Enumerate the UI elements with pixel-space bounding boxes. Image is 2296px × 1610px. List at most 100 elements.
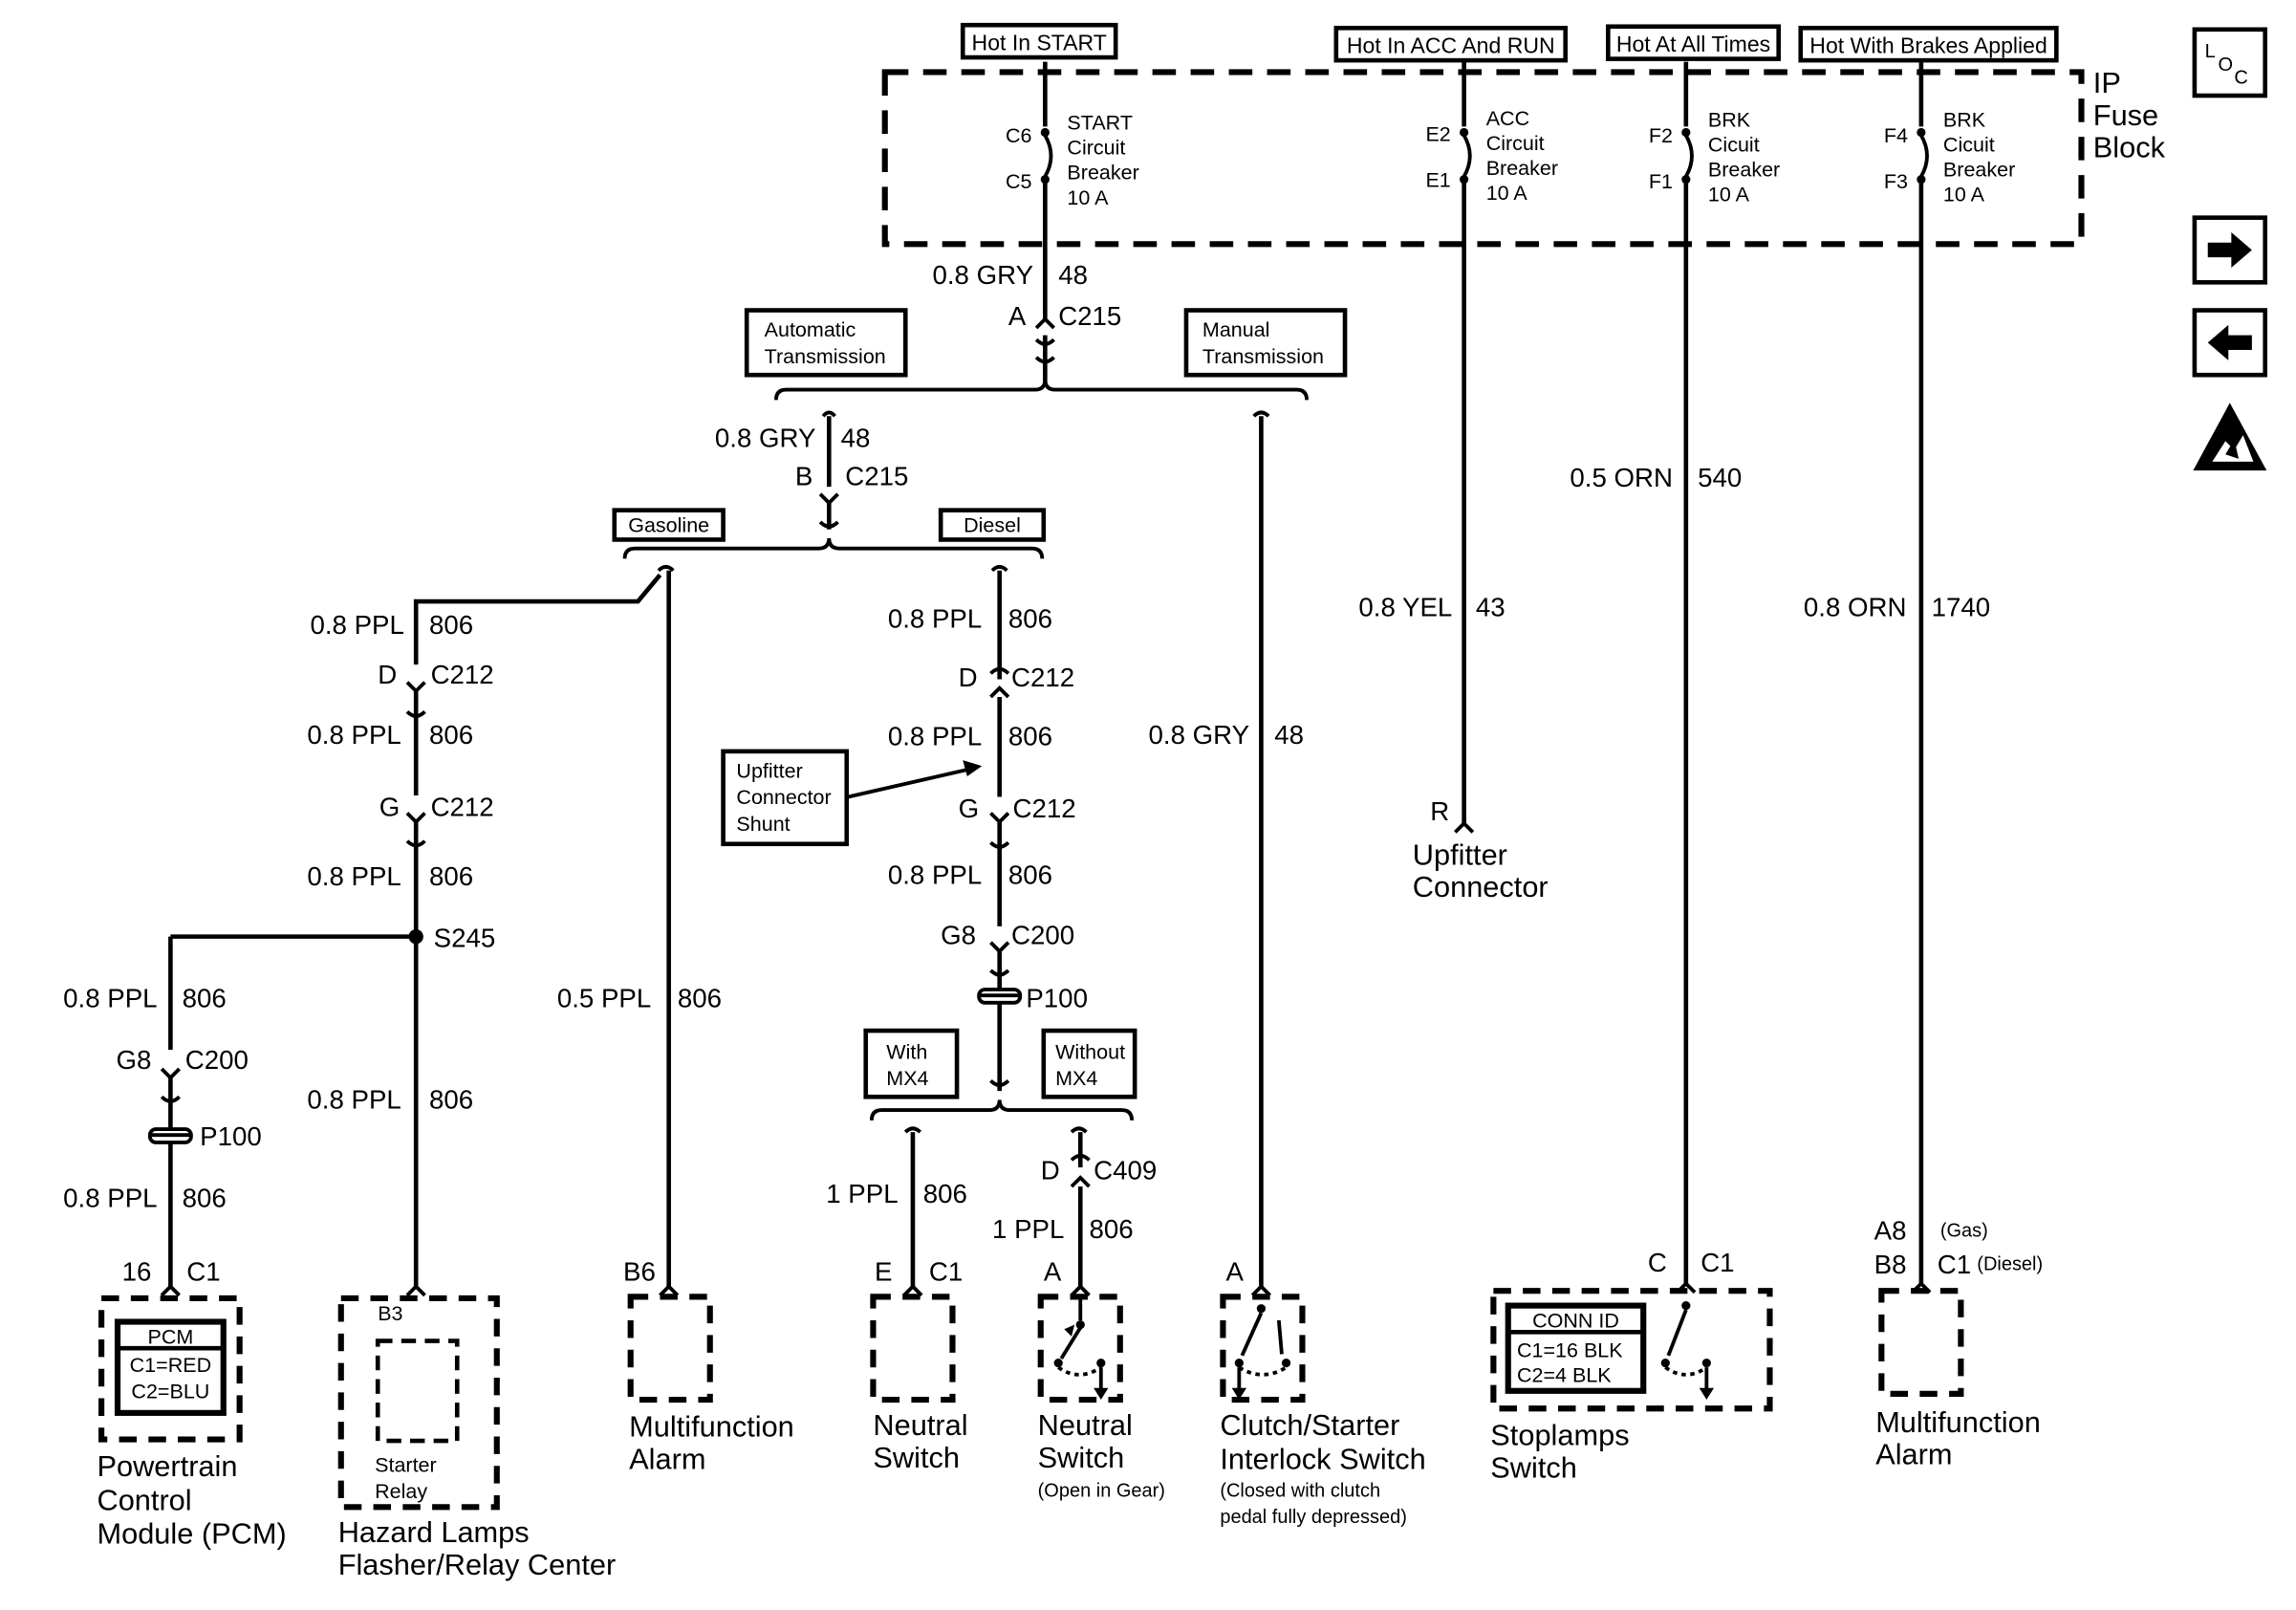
svg-text:ACC: ACC <box>1486 107 1529 130</box>
svg-text:A: A <box>1226 1256 1245 1286</box>
svg-text:G: G <box>959 794 980 823</box>
svg-text:C2=4 BLK: C2=4 BLK <box>1517 1364 1612 1387</box>
svg-text:Switch: Switch <box>1490 1451 1577 1485</box>
svg-text:806: 806 <box>429 610 473 640</box>
svg-text:0.8 PPL: 0.8 PPL <box>63 983 157 1012</box>
brk1-wire: 0.5 ORN 540 <box>1570 179 1742 1295</box>
svg-text:F4: F4 <box>1884 124 1908 147</box>
svg-text:P100: P100 <box>1026 983 1088 1012</box>
upfitter-connector: Upfitter Connector <box>1413 838 1549 903</box>
gasoline-wire: 0.8 PPL 806 D C212 0.8 PPL 806 G C212 0.… <box>63 564 722 1297</box>
ip-fuse-block: IP Fuse Block <box>881 66 2166 248</box>
svg-text:Control: Control <box>97 1483 191 1516</box>
hot-start-label: Hot In START <box>972 30 1107 54</box>
svg-text:MX4: MX4 <box>1055 1067 1097 1090</box>
svg-text:0.8 PPL: 0.8 PPL <box>888 859 982 889</box>
svg-text:Neutral: Neutral <box>1038 1408 1133 1442</box>
svg-text:E1: E1 <box>1425 168 1450 191</box>
svg-text:806: 806 <box>1008 722 1052 751</box>
svg-text:Gasoline: Gasoline <box>628 514 709 537</box>
svg-text:L: L <box>2205 41 2216 62</box>
svg-text:(Closed with clutch: (Closed with clutch <box>1220 1481 1380 1502</box>
svg-text:D: D <box>959 663 978 692</box>
svg-text:0.8 GRY: 0.8 GRY <box>715 424 816 453</box>
svg-text:A8: A8 <box>1874 1215 1907 1245</box>
svg-text:B6: B6 <box>623 1256 656 1286</box>
svg-text:C409: C409 <box>1094 1155 1157 1185</box>
svg-text:F2: F2 <box>1649 124 1673 147</box>
svg-text:806: 806 <box>1008 859 1052 889</box>
svg-text:10 A: 10 A <box>1067 186 1109 209</box>
svg-text:Connector: Connector <box>736 786 831 809</box>
loc-button[interactable]: L O C <box>2192 27 2268 98</box>
svg-text:A: A <box>1044 1256 1062 1286</box>
svg-text:Multifunction: Multifunction <box>629 1409 794 1443</box>
svg-text:0.8 GRY: 0.8 GRY <box>1149 720 1250 750</box>
svg-text:(Gas): (Gas) <box>1940 1220 1988 1241</box>
fuel-type-branch: Gasoline Diesel <box>612 508 1047 559</box>
svg-text:Breaker: Breaker <box>1943 159 2015 182</box>
hot-acc-run-label: Hot In ACC And RUN <box>1347 33 1555 57</box>
svg-text:806: 806 <box>678 983 722 1012</box>
svg-text:Shunt: Shunt <box>736 813 790 836</box>
svg-text:B: B <box>795 462 812 491</box>
svg-text:C212: C212 <box>431 793 494 822</box>
svg-text:48: 48 <box>841 424 871 453</box>
svg-text:0.8 PPL: 0.8 PPL <box>310 610 403 640</box>
svg-text:43: 43 <box>1476 592 1505 621</box>
svg-text:806: 806 <box>429 861 473 891</box>
svg-text:48: 48 <box>1274 720 1304 750</box>
svg-text:C200: C200 <box>1011 920 1074 949</box>
svg-text:10 A: 10 A <box>1943 184 1985 207</box>
multifunction-alarm-left: B6 Multifunction Alarm <box>623 1256 794 1475</box>
hazard-flasher-relay-center: B3 Starter Relay Hazard Lamps Flasher/Re… <box>337 1295 617 1581</box>
neutral-switch-2: A Neutral Switch (Open in Gear) <box>1037 1256 1165 1502</box>
svg-text:D: D <box>378 660 397 689</box>
svg-text:C1=16 BLK: C1=16 BLK <box>1517 1338 1623 1361</box>
svg-text:16: 16 <box>122 1256 152 1286</box>
svg-text:806: 806 <box>429 1085 473 1115</box>
svg-text:806: 806 <box>1089 1214 1133 1244</box>
svg-text:C6: C6 <box>1006 124 1032 147</box>
brk-circuit-breaker-1: F2 F1 BRK Cicuit Breaker 10 A <box>1649 61 1780 207</box>
svg-text:Starter: Starter <box>375 1453 437 1476</box>
svg-text:0.8 PPL: 0.8 PPL <box>888 722 982 751</box>
svg-text:C212: C212 <box>1013 794 1076 823</box>
start-circuit-breaker: C6 C5 START Circuit Breaker 10 A <box>1006 61 1139 209</box>
svg-text:O: O <box>2218 54 2233 76</box>
svg-text:Flasher/Relay Center: Flasher/Relay Center <box>338 1548 617 1581</box>
svg-text:Without: Without <box>1055 1040 1125 1063</box>
svg-text:Upfitter: Upfitter <box>1413 838 1507 871</box>
hot-all-times-label: Hot At All Times <box>1616 32 1770 56</box>
multifunction-alarm-right: A8 (Gas) B8 C1 (Diesel) Multifunction Al… <box>1874 1215 2043 1470</box>
svg-text:C5: C5 <box>1006 170 1032 193</box>
svg-text:R: R <box>1430 796 1449 826</box>
svg-text:Cicuit: Cicuit <box>1943 133 1995 156</box>
svg-text:0.8 PPL: 0.8 PPL <box>307 720 401 750</box>
svg-text:806: 806 <box>183 983 227 1012</box>
svg-text:B8: B8 <box>1874 1250 1907 1279</box>
svg-text:START: START <box>1067 111 1133 134</box>
svg-text:Circuit: Circuit <box>1067 137 1125 160</box>
svg-text:Diesel: Diesel <box>964 514 1021 537</box>
svg-text:PCM: PCM <box>147 1326 193 1349</box>
svg-text:Switch: Switch <box>873 1441 960 1474</box>
svg-text:Clutch/Starter: Clutch/Starter <box>1220 1408 1399 1442</box>
svg-text:F3: F3 <box>1884 170 1908 193</box>
svg-text:0.8 YEL: 0.8 YEL <box>1358 592 1452 621</box>
svg-text:Connector: Connector <box>1413 870 1549 903</box>
svg-text:806: 806 <box>183 1184 227 1213</box>
svg-text:0.8 PPL: 0.8 PPL <box>63 1184 157 1213</box>
svg-text:Breaker: Breaker <box>1708 159 1780 182</box>
prev-page-button[interactable] <box>2192 308 2268 378</box>
svg-text:BRK: BRK <box>1943 108 1986 131</box>
svg-text:CONN ID: CONN ID <box>1532 1310 1619 1333</box>
hot-brakes-label: Hot With Brakes Applied <box>1809 33 2047 57</box>
svg-text:806: 806 <box>923 1179 967 1208</box>
next-page-button[interactable] <box>2192 215 2268 285</box>
left-arrow-icon <box>2207 324 2252 360</box>
svg-text:G: G <box>379 793 401 822</box>
svg-text:Switch: Switch <box>1038 1441 1125 1474</box>
svg-text:G8: G8 <box>116 1045 151 1075</box>
